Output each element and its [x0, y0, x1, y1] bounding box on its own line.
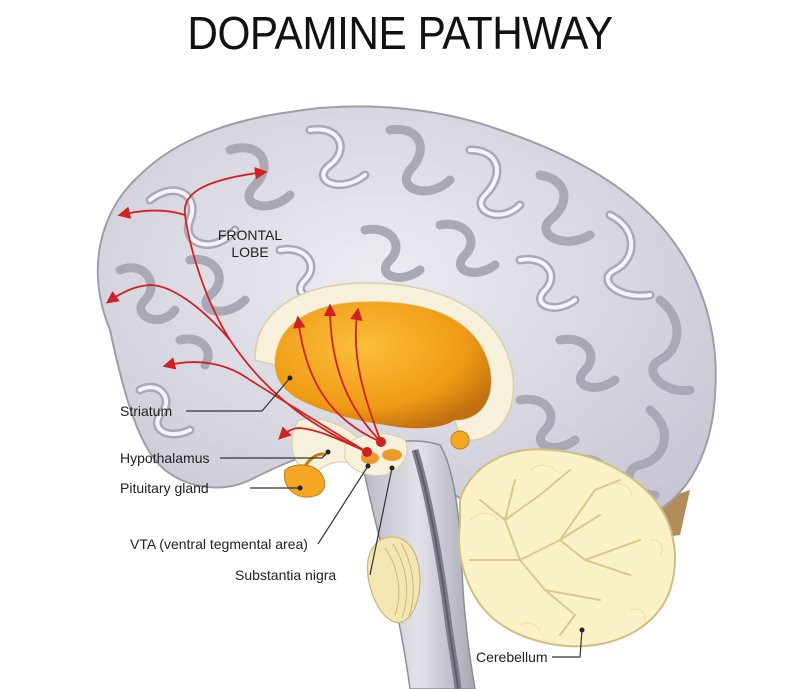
page-title: DOPAMINE PATHWAY — [187, 7, 613, 59]
pituitary-gland-label: Pituitary gland — [120, 480, 209, 496]
hypothalamus-label: Hypothalamus — [120, 450, 210, 466]
cerebellum-label: Cerebellum — [476, 649, 548, 665]
frontal-lobe-label-line2: LOBE — [231, 244, 268, 260]
vta-label: VTA (ventral tegmental area) — [130, 536, 308, 552]
frontal-lobe-label-line1: FRONTAL — [218, 227, 283, 243]
pineal-shape — [450, 430, 470, 450]
leader-lines — [186, 377, 583, 658]
substantia-nigra-shape — [382, 449, 402, 461]
striatum-shape — [275, 301, 491, 429]
cerebellum-shape — [458, 448, 676, 648]
hypothalamus-shape — [291, 418, 365, 479]
pons-shape — [366, 536, 421, 624]
arbor-vitae — [469, 469, 641, 636]
dopamine-pathway — [105, 166, 382, 453]
striatum-label: Striatum — [120, 403, 172, 419]
substantia-nigra-label: Substantia nigra — [235, 567, 336, 583]
